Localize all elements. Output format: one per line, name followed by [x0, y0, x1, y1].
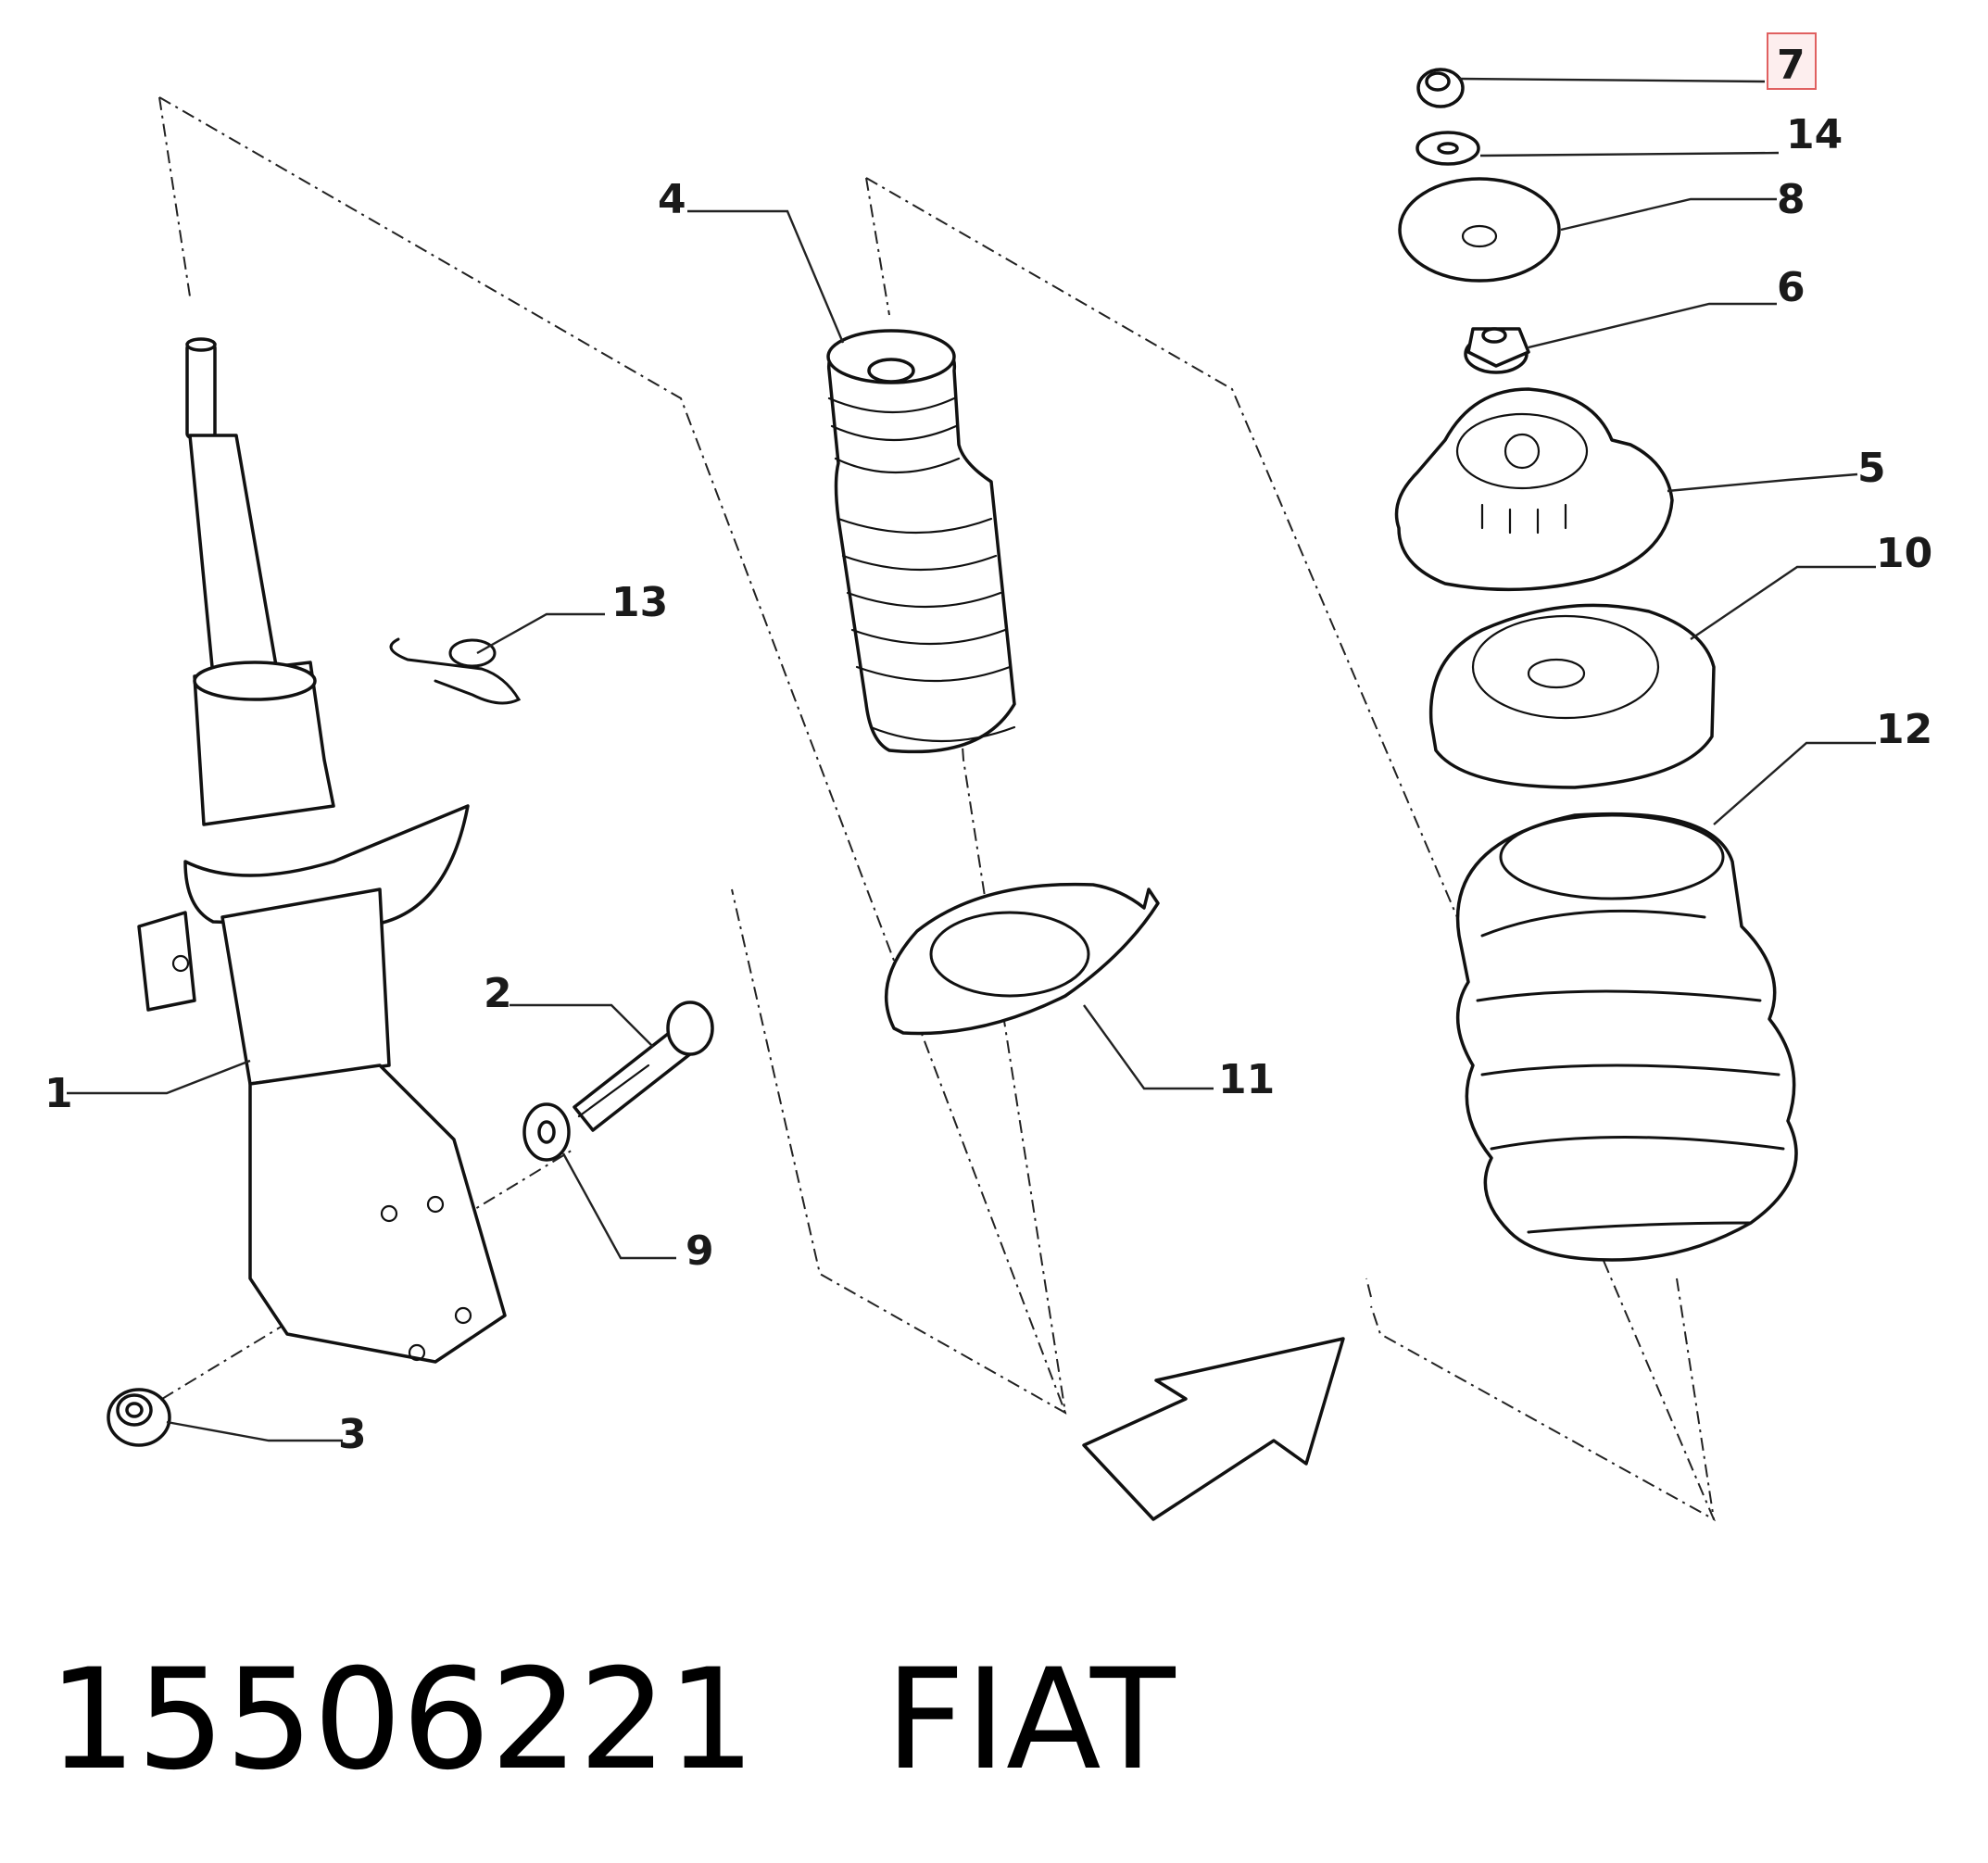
footer-caption: 15506221 FIAT — [48, 1640, 1176, 1801]
suspension-exploded-diagram: 1 2 3 4 5 6 7 8 9 10 11 12 13 14 — [44, 32, 1932, 1522]
small-washer — [1416, 131, 1480, 166]
callout-10: 10 — [1876, 530, 1932, 577]
mount-nut — [1464, 327, 1530, 374]
spring-clip — [389, 637, 522, 705]
washer — [522, 1102, 571, 1162]
strut-top-mount — [1394, 387, 1674, 592]
dashed-frames — [158, 96, 1717, 1522]
highlight-box — [1767, 32, 1817, 90]
callout-8: 8 — [1777, 176, 1806, 223]
coil-spring — [1455, 812, 1798, 1262]
callout-5: 5 — [1857, 445, 1886, 492]
direction-arrow — [1082, 1337, 1345, 1521]
dust-boot — [826, 329, 1016, 754]
brand-name: FIAT — [885, 1640, 1176, 1801]
callout-9: 9 — [686, 1227, 714, 1275]
callout-14: 14 — [1786, 111, 1843, 158]
flange-nut — [107, 1388, 171, 1447]
callout-1: 1 — [44, 1070, 73, 1117]
callout-2: 2 — [484, 970, 512, 1017]
callout-3: 3 — [338, 1411, 367, 1458]
callout-12: 12 — [1876, 706, 1932, 753]
callout-13: 13 — [611, 579, 668, 626]
strut-assembly — [137, 337, 507, 1364]
top-lock-nut — [1416, 68, 1465, 108]
callout-7: 7 — [1777, 42, 1806, 89]
spring-bearing-seat — [1428, 603, 1716, 789]
cup-washer — [1398, 177, 1561, 283]
callout-4: 4 — [658, 176, 686, 223]
callout-6: 6 — [1777, 264, 1806, 311]
bolt — [572, 1001, 714, 1132]
callout-labels: 1 2 3 4 5 6 7 8 9 10 11 12 13 14 — [44, 42, 1932, 1458]
spring-seat-pad — [884, 882, 1160, 1036]
leader-lines — [67, 77, 1876, 1442]
part-number: 15506221 — [48, 1640, 756, 1801]
callout-11: 11 — [1218, 1056, 1275, 1103]
